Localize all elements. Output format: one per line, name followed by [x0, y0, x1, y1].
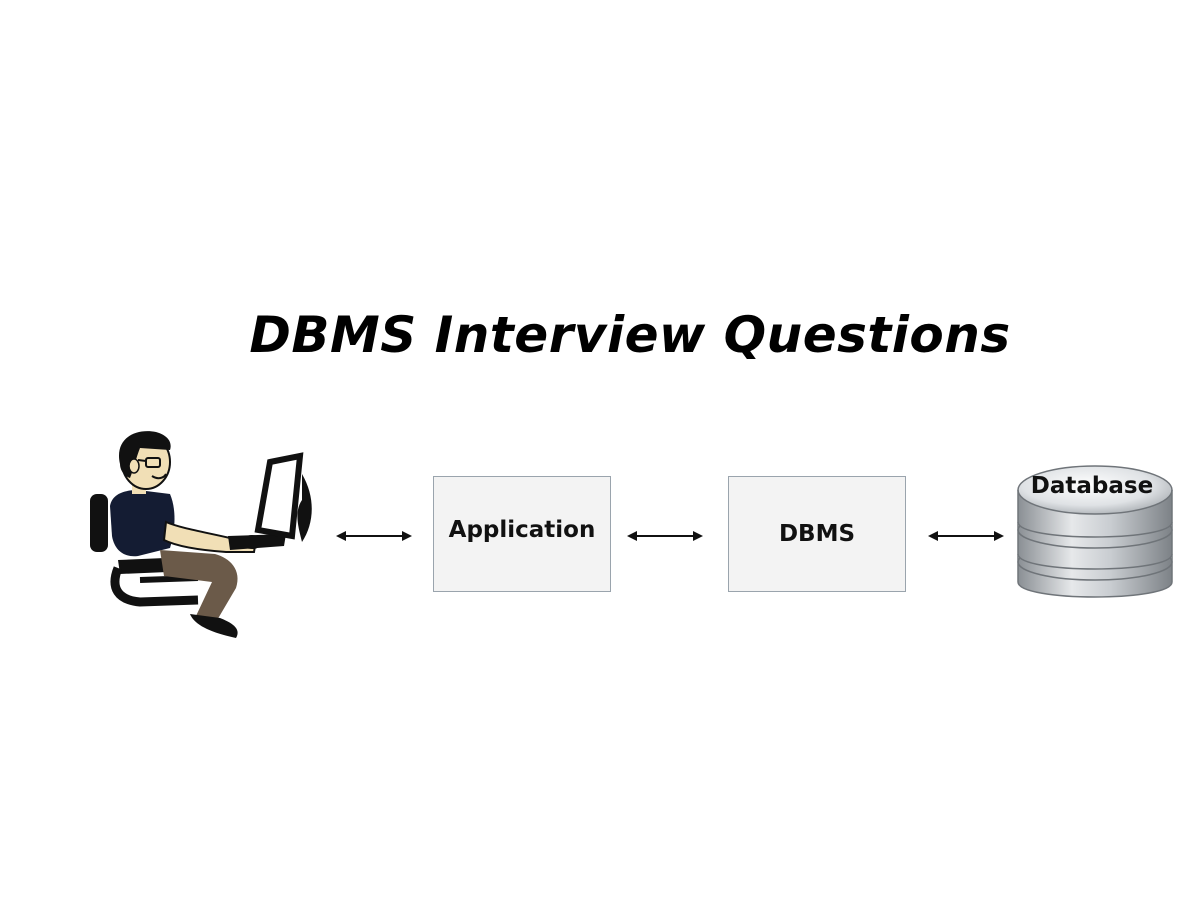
bidirectional-arrow [928, 531, 1004, 541]
database-cylinder-icon [1017, 465, 1173, 598]
bidirectional-arrow [627, 531, 703, 541]
application-box: Application [433, 476, 611, 592]
user-at-computer-icon [90, 431, 312, 638]
bidirectional-arrow [336, 531, 412, 541]
diagram-title: DBMS Interview Questions [249, 306, 1011, 364]
application-label: Application [448, 517, 596, 543]
dbms-box: DBMS [728, 476, 906, 592]
database-label: Database [1030, 473, 1154, 499]
dbms-label: DBMS [778, 521, 856, 547]
